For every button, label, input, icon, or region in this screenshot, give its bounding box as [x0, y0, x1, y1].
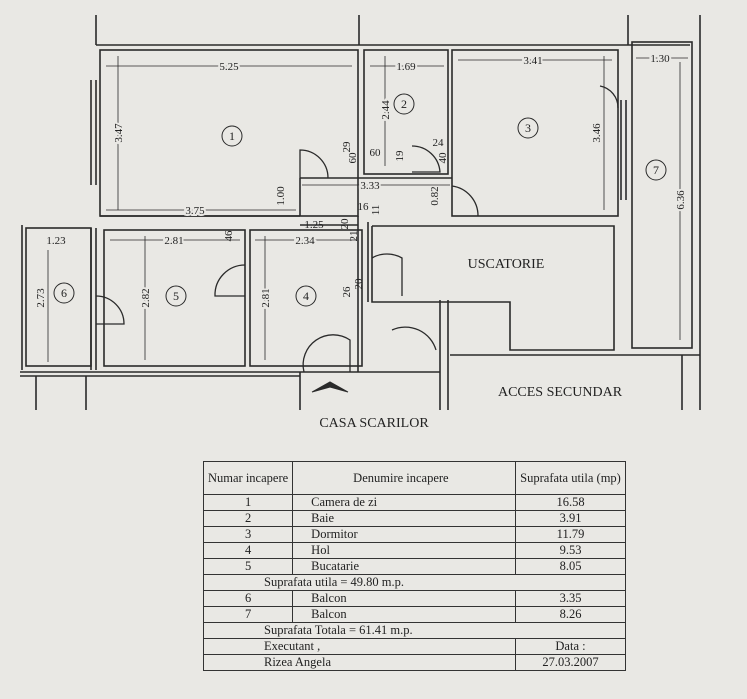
- cell-name: Bucatarie: [292, 558, 517, 575]
- dim-19: 19: [394, 150, 406, 162]
- dim-2-73: 2.73: [35, 288, 47, 308]
- room-7-wall: [631, 41, 693, 349]
- entrance-arrow-icon: [311, 381, 349, 393]
- cell-nr: 5: [202, 558, 294, 575]
- dim-3-47: 3.47: [113, 123, 125, 143]
- cell-nr: 1: [202, 494, 294, 511]
- dim-1-23: 1.23: [46, 235, 66, 247]
- dim-11: 11: [370, 205, 382, 216]
- label-uscatorie: USCATORIE: [468, 257, 545, 272]
- cell-nr: 2: [202, 510, 294, 527]
- table-row: 3 Dormitor 11.79: [202, 526, 626, 543]
- label-acces-secundar: ACCES SECUNDAR: [498, 385, 623, 400]
- cell-area: 3.91: [515, 510, 626, 527]
- room-number-6: 6: [61, 286, 67, 300]
- dim-3-75: 3.75: [185, 205, 205, 217]
- data-label: Data :: [515, 638, 626, 655]
- total-cell: Suprafata Totala = 61.41 m.p.: [203, 622, 626, 639]
- header-numar: Numar incapere: [202, 461, 294, 495]
- cell-area: 8.05: [515, 558, 626, 575]
- table-header-row: Numar incapere Denumire incapere Suprafa…: [202, 461, 626, 495]
- dim-16: 16: [358, 201, 370, 213]
- floor-plan: 1 2 3 4 5 6 7 USCATORIE ACCES SECUNDAR C…: [20, 15, 701, 431]
- executant-row: Executant , Data :: [202, 638, 626, 655]
- room-number-5: 5: [173, 289, 179, 303]
- cell-name: Dormitor: [292, 526, 517, 543]
- dim-40: 40: [437, 152, 449, 164]
- dim-3-33: 3.33: [360, 180, 380, 192]
- cell-name: Balcon: [292, 590, 517, 607]
- cell-name: Camera de zi: [292, 494, 517, 511]
- dim-60-right: 60: [347, 152, 359, 164]
- room-number-4: 4: [303, 289, 309, 303]
- cell-nr: 7: [202, 606, 294, 623]
- header-denumire: Denumire incapere: [292, 461, 517, 495]
- dim-1-69: 1.69: [396, 61, 416, 73]
- room-number-3: 3: [525, 121, 531, 135]
- cell-area: 11.79: [515, 526, 626, 543]
- cell-name: Hol: [292, 542, 517, 559]
- cell-name: Baie: [292, 510, 517, 527]
- dim-0-82: 0.82: [429, 186, 441, 205]
- dim-3-41: 3.41: [523, 55, 542, 67]
- dim-26: 26: [341, 286, 353, 298]
- subtotal-row: Suprafata utila = 49.80 m.p.: [203, 574, 626, 591]
- cell-name: Balcon: [292, 606, 517, 623]
- dim-1-25: 1.25: [304, 219, 324, 231]
- cell-area: 9.53: [515, 542, 626, 559]
- executant-label: Executant ,: [202, 638, 517, 655]
- dim-20-top: 20: [339, 218, 351, 230]
- dim-24: 24: [433, 137, 445, 149]
- dim-1-00: 1.00: [275, 186, 287, 206]
- dim-2-34: 2.34: [295, 235, 315, 247]
- dim-5-25: 5.25: [219, 61, 239, 73]
- table-row: 6 Balcon 3.35: [202, 590, 626, 607]
- room-3-wall: [451, 49, 619, 217]
- dim-1-30: 1.30: [650, 53, 670, 65]
- table-row: 5 Bucatarie 8.05: [202, 558, 626, 575]
- total-row: Suprafata Totala = 61.41 m.p.: [203, 622, 626, 639]
- dim-2-81-kitchen: 2.81: [164, 235, 183, 247]
- data-value: 27.03.2007: [515, 654, 626, 671]
- table-row: 4 Hol 9.53: [202, 542, 626, 559]
- cell-nr: 3: [202, 526, 294, 543]
- label-casa-scarilor: CASA SCARILOR: [319, 416, 429, 431]
- room-number-7: 7: [653, 163, 659, 177]
- table-row: 1 Camera de zi 16.58: [202, 494, 626, 511]
- room-area-table: Numar incapere Denumire incapere Suprafa…: [202, 461, 626, 671]
- cell-nr: 6: [202, 590, 294, 607]
- dim-20-bottom: 20: [353, 278, 365, 290]
- dim-2-81-hall: 2.81: [260, 288, 272, 307]
- executant-name: Rizea Angela: [202, 654, 517, 671]
- header-suprafata: Suprafata utila (mp): [515, 461, 626, 495]
- dim-46: 46: [223, 230, 235, 242]
- cell-area: 8.26: [515, 606, 626, 623]
- dim-2-44: 2.44: [380, 100, 392, 120]
- cell-area: 3.35: [515, 590, 626, 607]
- cell-area: 16.58: [515, 494, 626, 511]
- dim-6-36: 6.36: [675, 190, 687, 210]
- dim-60-left: 60: [370, 147, 382, 159]
- room-5-wall: [103, 229, 246, 367]
- cell-nr: 4: [202, 542, 294, 559]
- room-number-1: 1: [229, 129, 235, 143]
- dim-29: 29: [341, 141, 353, 153]
- dim-3-46: 3.46: [591, 123, 603, 143]
- subtotal-cell: Suprafata utila = 49.80 m.p.: [203, 574, 626, 591]
- dim-21: 21: [348, 231, 360, 242]
- table-row: 7 Balcon 8.26: [202, 606, 626, 623]
- room-4-wall: [249, 229, 363, 367]
- executant-name-row: Rizea Angela 27.03.2007: [202, 654, 626, 671]
- table-row: 2 Baie 3.91: [202, 510, 626, 527]
- dim-2-82: 2.82: [140, 288, 152, 307]
- room-2-wall: [363, 49, 449, 175]
- room-number-2: 2: [401, 97, 407, 111]
